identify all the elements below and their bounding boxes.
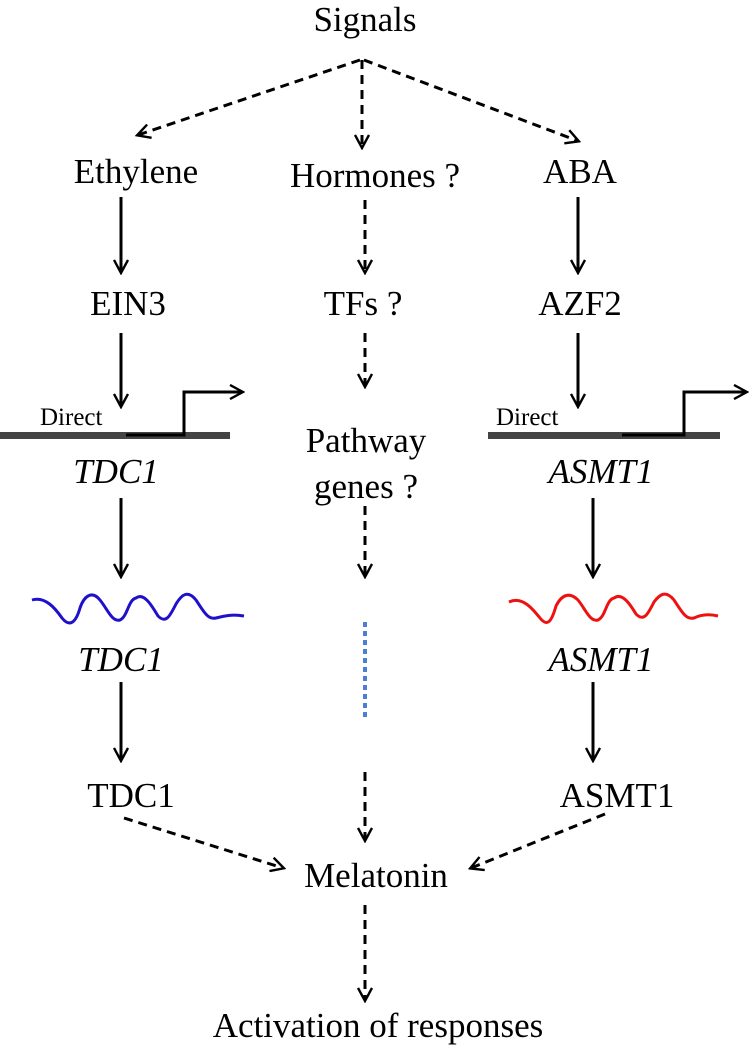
pathway-genes-label: Pathway genes ? [305,421,427,506]
arrow-tdc1-to-melatonin [123,816,283,868]
tdc1-protein-label: TDC1 [87,776,175,815]
tdc1-gene-bar [0,432,230,439]
direct-label-right: Direct [496,404,559,431]
tdc1-tss-arrow [126,392,242,437]
azf2-label: AZF2 [538,284,622,323]
hormones-label: Hormones ? [289,156,461,195]
asmt1-gene-bar [488,432,720,439]
tdc1-gene-label: TDC1 [73,452,159,491]
asmt1-mrna-label: ASMT1 [548,640,654,679]
arrow-signals-to-aba [363,58,578,141]
arrow-asmt1-to-melatonin [471,812,606,868]
tdc1-mrna-wave [31,592,245,625]
asmt1-tss-arrow [622,392,746,437]
asmt1-mrna-wave [508,592,719,624]
asmt1-gene-label: ASMT1 [548,452,654,491]
ethylene-label: Ethylene [73,152,199,191]
aba-label: ABA [543,152,617,191]
ein3-label: EIN3 [90,284,166,323]
asmt1-protein-label: ASMT1 [559,776,675,815]
tfs-label: TFs ? [323,284,403,323]
melatonin-label: Melatonin [304,856,448,895]
tdc1-mrna-label: TDC1 [78,640,164,679]
activation-label: Activation of responses [212,1006,544,1045]
direct-label-left: Direct [40,404,103,431]
signals-label: Signals [313,0,417,39]
arrow-signals-to-ethylene [138,58,361,135]
